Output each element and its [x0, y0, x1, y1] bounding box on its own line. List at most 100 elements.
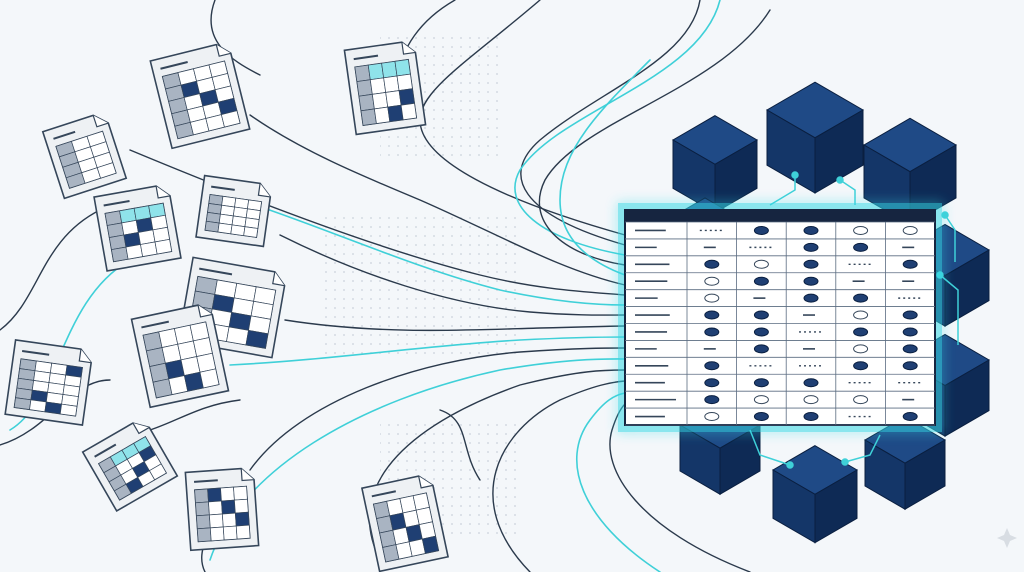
table-cell-pill	[902, 412, 918, 422]
table-cell-pill	[902, 310, 918, 320]
data-cube-icon	[766, 81, 864, 194]
page-fold	[92, 115, 109, 128]
flow-line-dark	[249, 347, 626, 471]
doc-title-bar	[353, 54, 379, 61]
doc-title-bar	[160, 61, 188, 70]
doc-title-bar	[21, 349, 50, 356]
doc-cell	[221, 512, 237, 528]
flow-line-dark	[0, 209, 101, 331]
table-cell-pill-empty	[803, 395, 819, 405]
doc-7	[130, 304, 230, 409]
doc-cell	[358, 93, 375, 112]
table-cell-pill-empty	[753, 395, 769, 405]
doc-cell	[383, 75, 400, 93]
data-cube-icon	[772, 445, 858, 544]
doc-title-bar	[141, 320, 170, 329]
flow-line-dark	[284, 319, 626, 332]
doc-3	[41, 114, 128, 200]
doc-cell	[195, 501, 210, 517]
dot-area-middle	[320, 210, 520, 360]
doc-cell	[245, 329, 269, 349]
doc-cell	[233, 485, 248, 501]
doc-cell	[221, 499, 236, 515]
page-fold	[418, 476, 434, 489]
doc-cell	[196, 527, 212, 543]
table-cell-pill-empty	[853, 395, 869, 405]
flow-line-dark	[439, 409, 481, 481]
flow-line-dark	[279, 234, 626, 316]
table-cell-pill-empty	[704, 293, 720, 303]
doc-cell	[387, 104, 404, 123]
table-cell-pill	[902, 344, 918, 354]
table-cell-pill	[853, 293, 869, 303]
cube-right-face	[814, 469, 858, 544]
doc-cell	[373, 106, 391, 124]
table-cell-pill	[753, 310, 769, 320]
table-cell-pill	[753, 378, 769, 388]
doc-4	[93, 185, 182, 272]
doc-cell	[111, 246, 129, 263]
doc-cell	[220, 110, 241, 128]
doc-cell	[235, 524, 251, 540]
page-fold	[155, 186, 171, 199]
table-cell-pill	[803, 293, 819, 303]
doc-cell	[140, 241, 158, 257]
doc-cell	[220, 486, 235, 502]
doc-cell	[148, 463, 167, 481]
doc-title-bar	[199, 267, 233, 276]
source-documents	[4, 41, 450, 572]
circuit-trace	[749, 429, 791, 466]
table-cell-pill	[803, 378, 819, 388]
cube-right-face	[944, 249, 990, 327]
flow-line-dark	[520, 0, 701, 246]
table-cell-pill	[902, 259, 918, 269]
table-cell-pill	[704, 259, 720, 269]
cube-right-face	[944, 359, 990, 437]
doc-cell	[207, 487, 222, 503]
flow-line-teal	[254, 204, 626, 306]
doc-cell	[234, 498, 249, 514]
table-cell-pill	[803, 225, 819, 235]
circuit-trace	[939, 274, 959, 345]
doc-1	[149, 43, 251, 150]
doc-cell	[226, 326, 249, 346]
table-cell-pill	[753, 276, 769, 286]
cube-right-face	[814, 109, 864, 194]
doc-cell	[369, 77, 387, 95]
doc-cell	[356, 79, 373, 97]
table-cell-pill	[803, 412, 819, 422]
doc-cell	[381, 60, 398, 79]
doc-cell	[222, 525, 238, 541]
data-cube-icon	[672, 115, 758, 214]
table-cell-pill-empty	[853, 225, 869, 235]
doc-cell	[29, 399, 47, 413]
doc-cell	[59, 403, 78, 417]
table-cell-pill	[704, 395, 720, 405]
doc-cell	[208, 500, 223, 516]
page-fold	[257, 183, 271, 198]
doc-cell	[243, 226, 259, 238]
doc-title-bar	[371, 490, 397, 498]
doc-cell	[96, 162, 117, 179]
circuit-trace	[844, 434, 881, 463]
doc-cell	[209, 526, 225, 542]
table-cell-pill	[902, 361, 918, 371]
doc-11	[360, 475, 450, 572]
table-cell-pill	[803, 242, 819, 252]
table-glow	[618, 203, 942, 432]
doc-cell	[199, 368, 220, 389]
table-cell-pill	[704, 327, 720, 337]
doc-cell	[194, 488, 209, 504]
circuit-trace	[769, 175, 796, 206]
table-cell-pill	[902, 327, 918, 337]
table-cell-pill	[803, 276, 819, 286]
table-cell-pill	[704, 310, 720, 320]
page-fold	[78, 349, 92, 364]
table-cell-pill-empty	[902, 225, 918, 235]
page-fold	[240, 468, 255, 482]
table-cell-pill	[753, 327, 769, 337]
doc-cell	[217, 222, 233, 235]
flow-line-teal	[559, 59, 651, 276]
flow-line-teal	[576, 392, 661, 572]
